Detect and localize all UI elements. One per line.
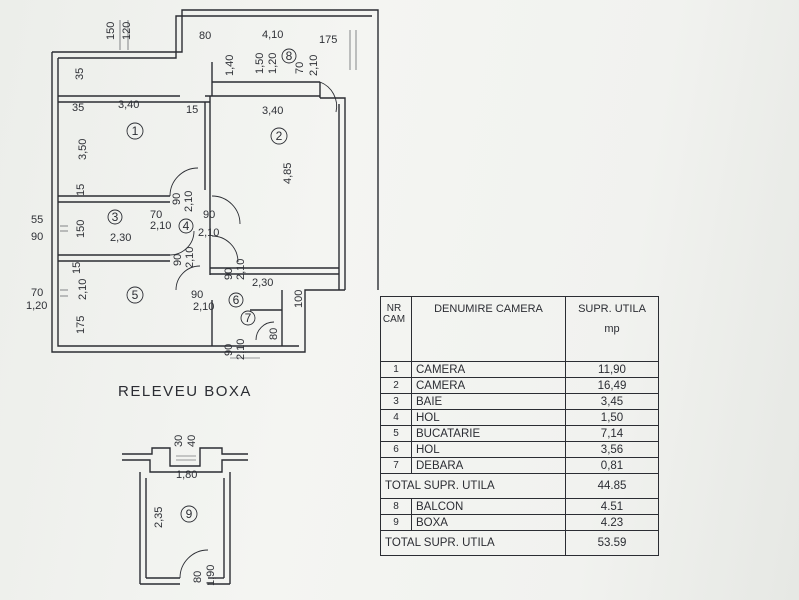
boxa-dim-40: 40 bbox=[186, 435, 198, 447]
boxa-dim-80: 80 bbox=[192, 571, 204, 583]
wall-hatching bbox=[60, 20, 357, 359]
dim-15c: 15 bbox=[71, 262, 83, 274]
dim-15: 15 bbox=[186, 104, 198, 116]
dim-340a: 3,40 bbox=[118, 99, 139, 111]
dim-70b: 70 bbox=[150, 209, 162, 221]
header-nr: NR CAM bbox=[380, 296, 412, 362]
dim-340b: 3,40 bbox=[262, 105, 283, 117]
dim-80b: 80 bbox=[268, 328, 280, 340]
dim-90-f: 90 bbox=[191, 289, 203, 301]
dim-35: 35 bbox=[74, 68, 86, 80]
dim-120: 120 bbox=[121, 22, 133, 40]
room-number-9: 9 bbox=[186, 507, 193, 521]
room-number-6: 6 bbox=[233, 293, 240, 307]
dim-70c: 70 bbox=[31, 287, 43, 299]
dim-410: 4,10 bbox=[262, 29, 283, 41]
room-number-3: 3 bbox=[112, 210, 119, 224]
dim-210-f: 2,10 bbox=[77, 279, 89, 300]
dim-485: 4,85 bbox=[282, 163, 294, 184]
dim-175b: 175 bbox=[75, 316, 87, 334]
dim-90-c: 90 bbox=[31, 231, 43, 243]
dim-90-g: 90 bbox=[223, 344, 235, 356]
dim-150b: 1,50 bbox=[254, 53, 266, 74]
dim-210-b: 2,10 bbox=[150, 220, 171, 232]
room-number-5: 5 bbox=[132, 288, 139, 302]
dim-90-a: 90 bbox=[171, 193, 183, 205]
room-number-1: 1 bbox=[132, 124, 139, 138]
boxa-dim-235: 2,35 bbox=[153, 507, 165, 528]
room-number-4: 4 bbox=[183, 219, 190, 233]
dim-150c: 150 bbox=[75, 220, 87, 238]
room-labels: 1 2 3 4 5 6 7 8 9 bbox=[107, 48, 297, 523]
boxa-dim-180: 1,80 bbox=[176, 469, 197, 481]
dim-210-e: 2,10 bbox=[235, 259, 247, 280]
boxa-dimensions: 30 40 1,80 2,35 80 1,90 bbox=[153, 435, 217, 586]
dim-90-e: 90 bbox=[223, 268, 235, 280]
dim-140: 1,40 bbox=[224, 55, 236, 76]
dim-150: 150 bbox=[105, 22, 117, 40]
boxa-title: RELEVEU BOXA bbox=[118, 383, 252, 400]
dim-120b: 1,20 bbox=[267, 53, 279, 74]
dim-55: 55 bbox=[31, 214, 43, 226]
room-number-7: 7 bbox=[245, 311, 252, 325]
dim-210-h: 2,10 bbox=[235, 339, 247, 360]
room-number-2: 2 bbox=[276, 129, 283, 143]
dim-175: 175 bbox=[319, 34, 337, 46]
dim-80: 80 bbox=[199, 30, 211, 42]
dim-15b: 15 bbox=[75, 184, 87, 196]
boxa-walls bbox=[122, 447, 248, 585]
dim-210-g: 2,10 bbox=[193, 301, 214, 313]
dim-90-b: 90 bbox=[203, 209, 215, 221]
dim-100: 100 bbox=[293, 290, 305, 308]
dim-210: 2,10 bbox=[308, 55, 320, 76]
plan-dimensions: 150 120 80 4,10 175 1,50 1,20 1,40 70 2,… bbox=[26, 22, 337, 360]
boxa-dim-30: 30 bbox=[173, 435, 185, 447]
dim-35-side: 35 bbox=[72, 102, 84, 114]
dim-70: 70 bbox=[294, 62, 306, 74]
header-name: DENUMIRE CAMERA bbox=[411, 296, 566, 362]
door-swings bbox=[169, 81, 338, 341]
dim-210-d: 2,10 bbox=[184, 247, 196, 268]
dim-230: 2,30 bbox=[110, 232, 131, 244]
dim-210-c: 2,10 bbox=[198, 227, 219, 239]
dim-230b: 2,30 bbox=[252, 277, 273, 289]
dim-120c: 1,20 bbox=[26, 300, 47, 312]
room-number-8: 8 bbox=[286, 49, 293, 63]
boxa-dim-190: 1,90 bbox=[205, 565, 217, 586]
dim-350: 3,50 bbox=[77, 139, 89, 160]
dim-210-a: 2,10 bbox=[183, 191, 195, 212]
apartment-walls bbox=[51, 9, 379, 353]
dim-90-d: 90 bbox=[172, 254, 184, 266]
